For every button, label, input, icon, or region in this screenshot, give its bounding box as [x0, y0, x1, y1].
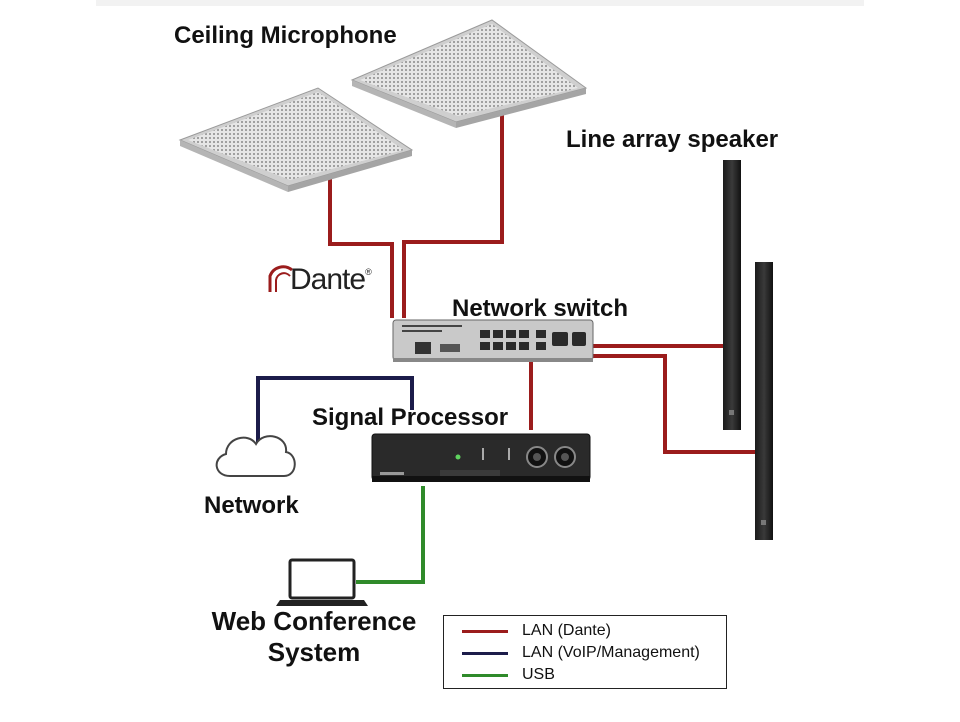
cloud-icon [215, 435, 296, 477]
dante-lines [328, 115, 757, 454]
web-conference-system-label: Web Conference System [196, 606, 432, 668]
laptop-icon [276, 558, 368, 606]
legend-label-usb: USB [522, 666, 555, 683]
web-conference-line-2: System [267, 637, 361, 667]
usb-cable [356, 486, 425, 584]
line-array-speaker-2 [755, 262, 773, 540]
line-array-speaker-1 [723, 160, 741, 430]
ceiling-microphone-label: Ceiling Microphone [174, 22, 397, 49]
top-bar [96, 0, 864, 6]
mic2-cable [402, 115, 504, 318]
dante-logo-mark [268, 265, 293, 292]
legend-item-dante: LAN (Dante) [462, 620, 611, 642]
line-array-speaker-label: Line array speaker [566, 126, 779, 153]
legend-swatch-usb [462, 673, 508, 677]
web-conference-line-1: Web Conference [211, 606, 417, 636]
legend-swatch-dante [462, 629, 508, 633]
speaker2-cable [593, 354, 757, 454]
network-switch-device [392, 319, 594, 362]
legend: LAN (Dante) LAN (VoIP/Management) USB [443, 615, 727, 689]
dante-reg-mark: ® [365, 267, 372, 277]
ceiling-microphone-2 [350, 19, 588, 128]
legend-swatch-voip [462, 651, 508, 655]
dante-logo: Dante® [268, 263, 372, 297]
legend-label-voip: LAN (VoIP/Management) [522, 644, 700, 661]
mic1-cable [328, 178, 394, 318]
dante-logo-text: Dante [290, 263, 366, 296]
signal-processor-label: Signal Processor [312, 404, 509, 431]
signal-processor-device [371, 433, 591, 482]
ceiling-microphone-1 [178, 87, 414, 192]
legend-item-voip: LAN (VoIP/Management) [462, 642, 700, 664]
network-switch-label: Network switch [452, 295, 629, 322]
legend-label-dante: LAN (Dante) [522, 622, 611, 639]
network-cable [256, 376, 414, 442]
network-label: Network [204, 492, 299, 519]
legend-item-usb: USB [462, 664, 555, 686]
